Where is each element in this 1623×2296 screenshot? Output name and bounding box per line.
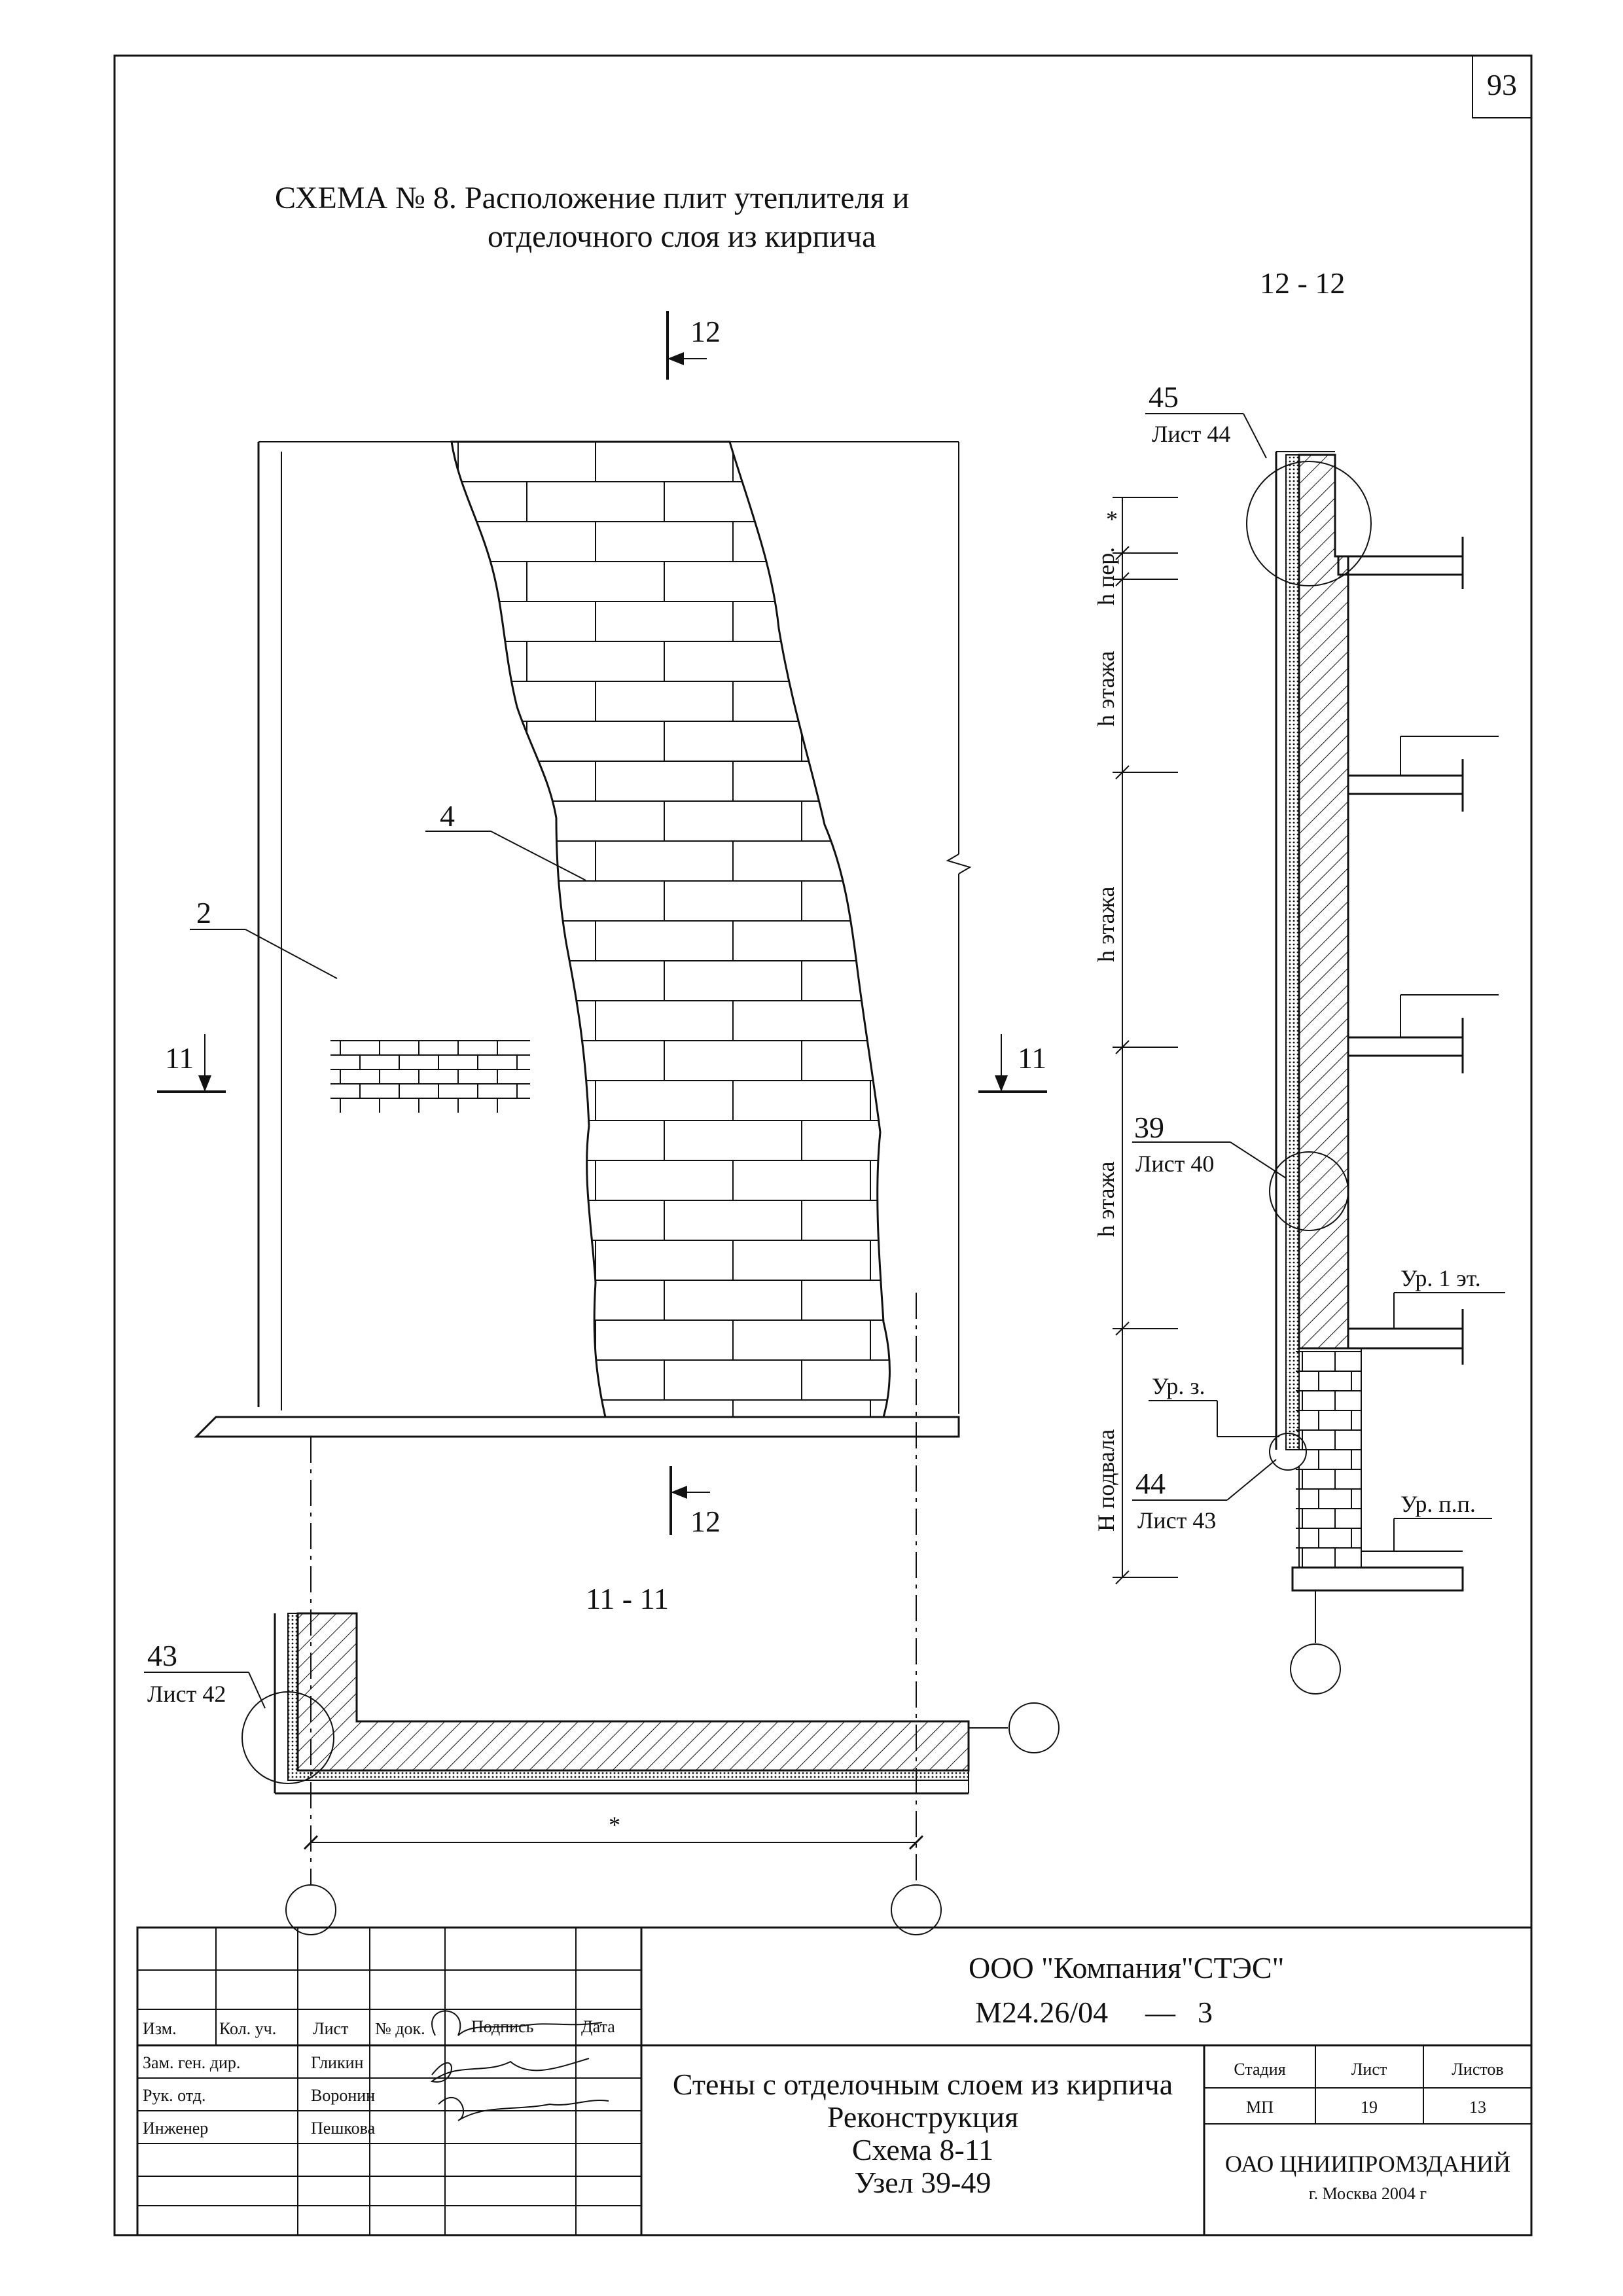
doc-title-2: Реконструкция [827, 2100, 1018, 2134]
node-44-circle [1269, 1433, 1307, 1471]
svg-text:Лист 42: Лист 42 [147, 1681, 226, 1707]
svg-text:*: * [609, 1812, 620, 1838]
section-11-title: 11 - 11 [586, 1582, 669, 1615]
brick-veneer-region [450, 440, 891, 1418]
node-45-circle [1246, 461, 1372, 586]
brick-sample-symbol [330, 1040, 530, 1113]
cut-12-bottom: 12 [669, 1466, 721, 1538]
svg-text:Стадия: Стадия [1234, 2060, 1285, 2079]
svg-text:4: 4 [440, 799, 455, 833]
facade-elevation [194, 440, 972, 1438]
svg-text:12: 12 [690, 1505, 721, 1538]
svg-text:Ур. 1 эт.: Ур. 1 эт. [1400, 1265, 1481, 1291]
callout-4: 4 [425, 799, 586, 881]
callout-44: 44 Лист 43 [1132, 1459, 1277, 1534]
svg-text:Лист 43: Лист 43 [1137, 1507, 1216, 1534]
svg-text:МП: МП [1246, 2098, 1274, 2117]
svg-text:Кол. уч.: Кол. уч. [219, 2019, 276, 2038]
svg-text:Дата: Дата [581, 2017, 615, 2036]
svg-text:h этажа: h этажа [1093, 887, 1119, 962]
svg-text:Изм.: Изм. [143, 2019, 177, 2038]
doc-title-1: Стены с отделочным слоем из кирпича [673, 2068, 1173, 2101]
svg-text:Гликин: Гликин [311, 2053, 364, 2072]
org-name: ОАО ЦНИИПРОМЗДАНИЙ [1225, 2151, 1510, 2177]
doc-title-4: Узел 39-49 [855, 2166, 991, 2199]
svg-text:Инженер: Инженер [143, 2119, 208, 2138]
cut-12-top: 12 [666, 311, 721, 380]
svg-text:13: 13 [1469, 2098, 1486, 2117]
svg-text:19: 19 [1361, 2098, 1378, 2117]
node-39-circle [1269, 1151, 1349, 1231]
svg-text:12: 12 [690, 315, 721, 348]
svg-text:Ур. з.: Ур. з. [1152, 1373, 1205, 1399]
svg-text:Пешкова: Пешкова [311, 2119, 376, 2138]
callout-43: 43 Лист 42 [144, 1639, 266, 1709]
svg-text:Ур. п.п.: Ур. п.п. [1400, 1491, 1476, 1517]
cut-11-left: 11 [157, 1034, 226, 1093]
svg-text:Лист 40: Лист 40 [1135, 1151, 1214, 1177]
svg-text:39: 39 [1134, 1111, 1164, 1144]
section-12-12: h пер. * h этажа h этажа h этажа H подва… [1093, 451, 1505, 1695]
svg-text:2: 2 [196, 896, 211, 929]
svg-text:*: * [1106, 506, 1118, 532]
scheme-title-line1: СХЕМА № 8. Расположение плит утеплителя … [275, 181, 909, 215]
document-code-dash: — [1145, 1996, 1176, 2029]
svg-text:44: 44 [1135, 1467, 1166, 1500]
svg-text:45: 45 [1149, 380, 1179, 414]
svg-text:Воронин: Воронин [311, 2086, 375, 2105]
cut-11-right: 11 [978, 1034, 1047, 1093]
page-number: 93 [1487, 68, 1517, 101]
svg-text:Лист: Лист [1351, 2060, 1387, 2079]
section-11-11: * [241, 1293, 1060, 1935]
title-block [136, 1926, 1533, 2236]
svg-text:Зам. ген. дир.: Зам. ген. дир. [143, 2053, 240, 2072]
svg-text:Рук. отд.: Рук. отд. [143, 2086, 206, 2105]
svg-text:Листов: Листов [1452, 2060, 1503, 2079]
doc-title-3: Схема 8-11 [852, 2133, 993, 2166]
svg-text:h пер.: h пер. [1093, 547, 1119, 605]
callout-45: 45 Лист 44 [1145, 380, 1267, 459]
section-12-title: 12 - 12 [1260, 266, 1345, 300]
svg-text:Лист: Лист [313, 2019, 348, 2038]
callout-39: 39 Лист 40 [1132, 1111, 1287, 1179]
page-number-box [1472, 55, 1532, 118]
svg-text:43: 43 [147, 1639, 177, 1672]
document-code: М24.26/04 [975, 1996, 1108, 2029]
svg-text:h этажа: h этажа [1093, 1162, 1119, 1237]
svg-text:Лист 44: Лист 44 [1152, 421, 1230, 447]
document-code-num: 3 [1198, 1996, 1213, 2029]
callout-2: 2 [190, 896, 338, 979]
company-name: ООО "Компания"СТЭС" [969, 1951, 1284, 1984]
svg-text:H подвала: H подвала [1093, 1429, 1119, 1532]
org-city: г. Москва 2004 г [1309, 2184, 1427, 2203]
svg-text:№ док.: № док. [375, 2019, 425, 2038]
node-43-circle [241, 1691, 334, 1784]
svg-text:11: 11 [1018, 1041, 1046, 1075]
scheme-title-line2: отделочного слоя из кирпича [488, 219, 876, 254]
svg-text:11: 11 [165, 1041, 194, 1075]
svg-text:h этажа: h этажа [1093, 651, 1119, 726]
svg-text:Подпись: Подпись [471, 2017, 534, 2036]
